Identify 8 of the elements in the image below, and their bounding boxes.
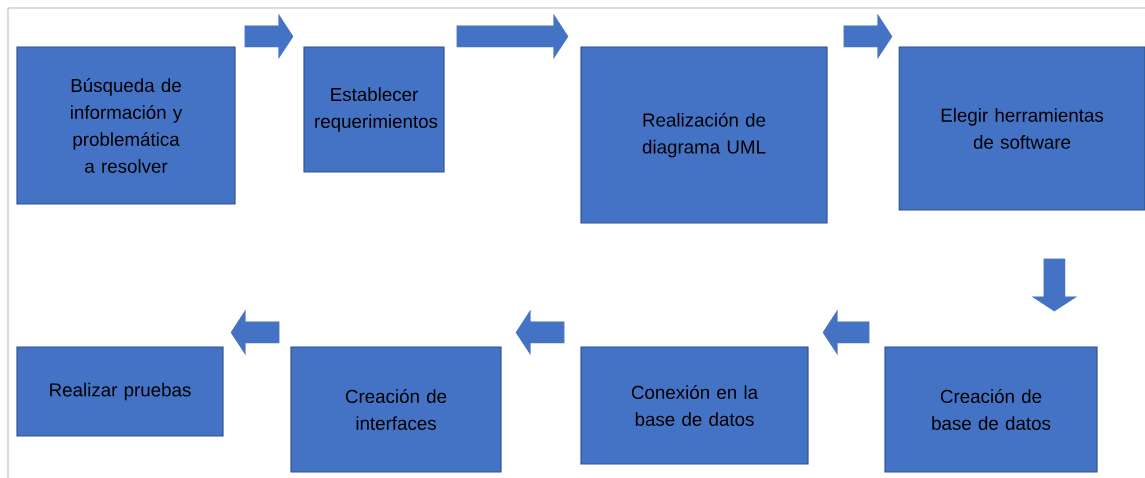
process-box: Creación de interfaces [290, 346, 502, 473]
process-box: Conexión en la base de datos [580, 346, 809, 465]
process-box: Creación de base de datos [884, 346, 1098, 473]
process-box: Realización de diagrama UML [580, 46, 828, 224]
process-box: Establecer requerimientos [303, 46, 445, 173]
process-box: Elegir herramientas de software [898, 46, 1145, 211]
process-box: Realizar pruebas [16, 346, 224, 437]
process-box: Búsqueda de información y problemática a resolver [16, 46, 236, 205]
